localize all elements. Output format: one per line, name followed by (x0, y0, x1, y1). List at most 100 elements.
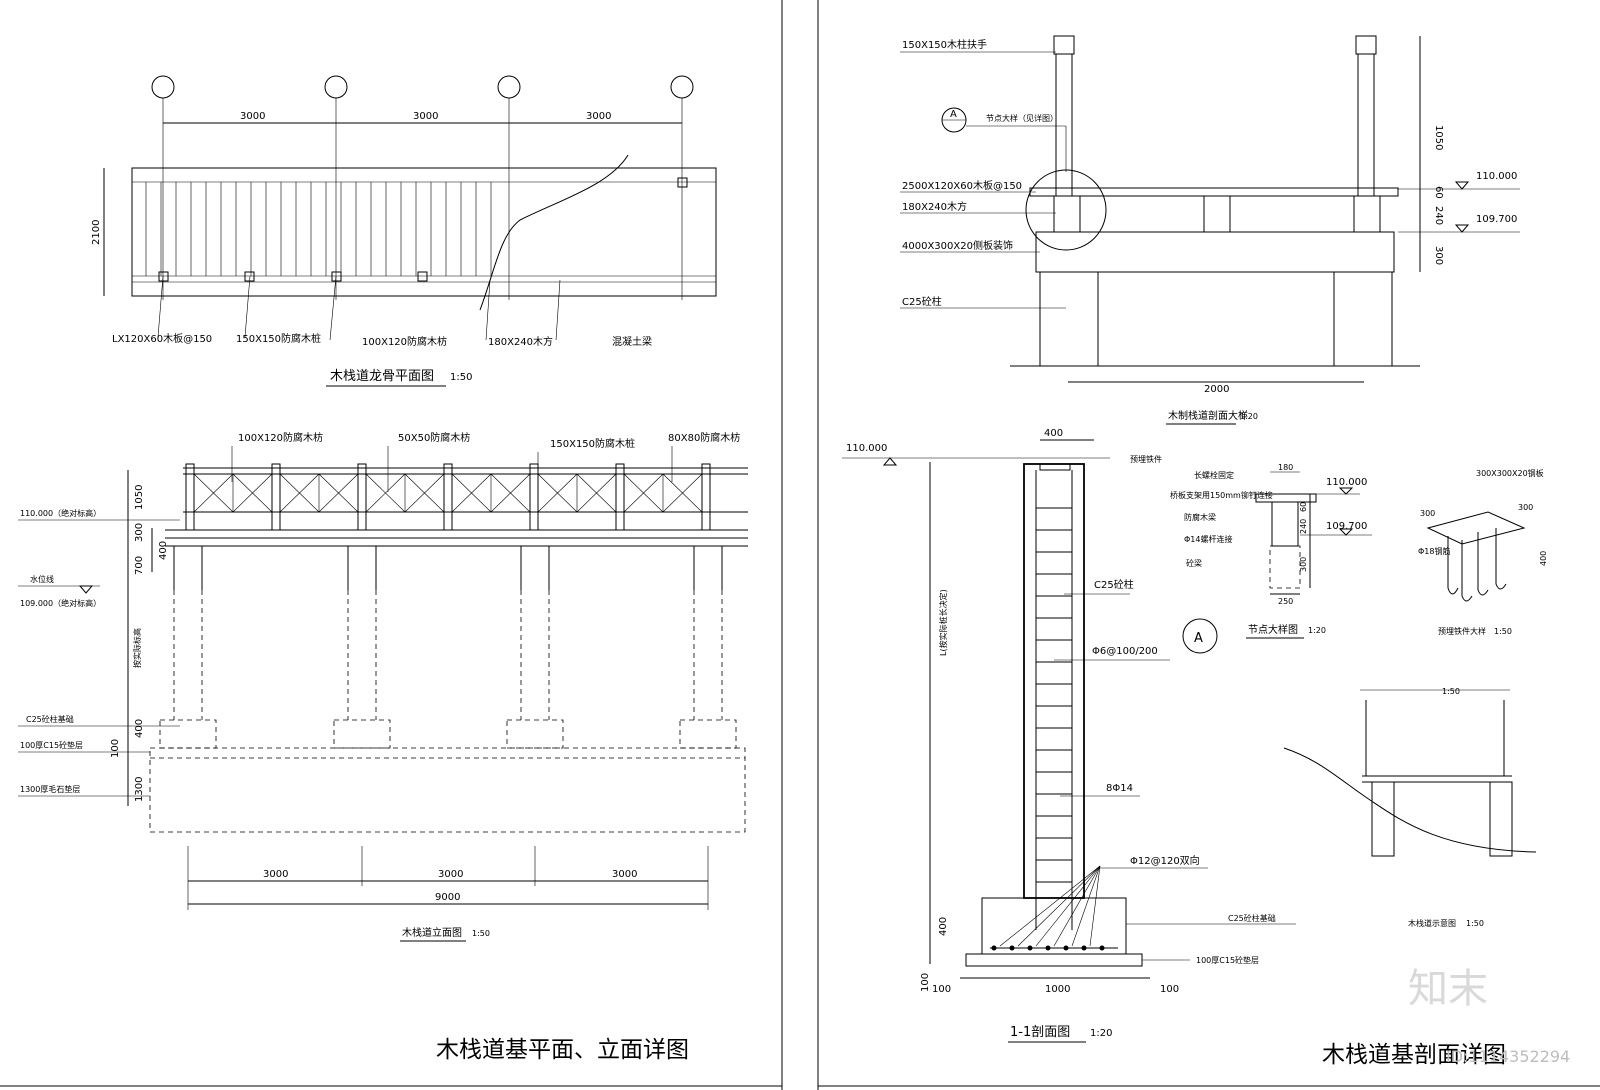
embed-dim-3: 400 (1539, 551, 1548, 566)
column-label-footing: C25砼柱基础 (1228, 913, 1276, 923)
section-label-post: 150X150木柱扶手 (902, 38, 987, 51)
column-dim-right: 100 (1160, 984, 1179, 995)
elev-vdim-5: 400 (134, 719, 145, 738)
section-scale: 1:20 (1240, 412, 1258, 421)
joist-plan: 3000 3000 3000 2100 LX120X60木板@150 150X1… (91, 75, 717, 387)
pile-depth-label: 按实际标高 (132, 628, 142, 668)
railing-brace (318, 473, 359, 513)
boardwalk-section: 110.000 109.700 1050 60 240 300 150X150木… (900, 35, 1520, 425)
embed-scale: 1:50 (1494, 627, 1512, 636)
piles (159, 546, 737, 749)
plan-label-joist: 180X240木方 (488, 335, 553, 348)
railing-brace (662, 473, 703, 513)
node-label-screw: Φ14螺杆连接 (1184, 534, 1232, 544)
plan-label-post: 150X150防腐木桩 (236, 332, 321, 345)
column-label-basebar: Φ12@120双向 (1130, 854, 1200, 867)
column-scale: 1:20 (1090, 1028, 1112, 1039)
embed-dim-1: 300 (1420, 509, 1435, 518)
water-level-label: 水位线 (30, 574, 54, 584)
watermark-logo: 知末 (1408, 966, 1488, 1012)
plan-caption: 木栈道龙骨平面图 (330, 369, 434, 384)
boardwalk-elevation: 100X120防腐木枋 50X50防腐木枋 150X150防腐木桩 80X80防… (18, 431, 748, 942)
elev-total-dim: 9000 (435, 892, 460, 903)
axis-bubble (497, 75, 521, 99)
embed-plate-detail: 300X300X20钢板 Φ18钢筋 300 300 400 预埋铁件大样 1:… (1418, 468, 1548, 636)
section-caption: 木制栈道剖面大样 (1168, 409, 1248, 422)
section-label-board: 2500X120X60木板@150 (902, 179, 1022, 192)
left-sheet-title: 木栈道基平面、立面详图 (436, 1037, 689, 1063)
railing-brace (365, 473, 406, 513)
node-dim-1: 60 (1299, 502, 1308, 512)
railing-brace (537, 473, 578, 513)
watermark-id: ID:1114352294 (1446, 1047, 1570, 1066)
schematic-dim-top: 1:50 (1442, 687, 1460, 696)
elev-vdim-4: 400 (158, 541, 169, 560)
plan-dim-1: 3000 (240, 111, 265, 122)
post-square (677, 177, 688, 188)
bar-leader (1035, 865, 1101, 947)
plan-label-rail: 100X120防腐木枋 (362, 335, 447, 348)
bar-leader (999, 865, 1101, 947)
base-bar-dot (991, 945, 997, 951)
pile-footing (506, 719, 564, 749)
column-length-label: L(按实际桩长决定) (938, 589, 948, 656)
elev-label-2: 50X50防腐木枋 (398, 431, 470, 444)
schematic-scale: 1:50 (1466, 919, 1484, 928)
rebar-cage (990, 470, 1118, 951)
column-dim-left: 100 (932, 984, 951, 995)
node-scale: 1:20 (1308, 626, 1326, 635)
embed-label-bar: Φ18钢筋 (1418, 546, 1450, 556)
pile-footing (159, 719, 217, 749)
embed-caption: 预埋铁件大样 (1438, 626, 1486, 636)
base-bar-dot (1009, 945, 1015, 951)
axis-bubble (324, 75, 348, 99)
elev-vdim-1: 1050 (134, 485, 145, 510)
column-label-conc: C25砼柱 (1094, 578, 1134, 591)
bar-leader (1053, 865, 1101, 947)
break-line (479, 154, 629, 311)
node-dim-top: 180 (1278, 463, 1293, 472)
elev-dim-3: 3000 (612, 869, 637, 880)
plan-dim-2: 3000 (413, 111, 438, 122)
elev-vdim-2: 300 (134, 523, 145, 542)
column-dim-bed: 100 (920, 973, 931, 992)
column-dim-top: 400 (1044, 428, 1063, 439)
bar-leader (1071, 865, 1101, 947)
watermark: 知末 ID:1114352294 (1408, 966, 1570, 1066)
column-label-mainbar: 8Φ14 (1106, 783, 1133, 794)
column-elev: 110.000 (846, 443, 887, 454)
elev-level-water: 109.000（绝对标高） (20, 598, 101, 608)
column-dim-width: 1000 (1045, 984, 1070, 995)
section-label-side: 4000X300X20侧板装饰 (902, 239, 1013, 252)
elev-vdim-7: 1300 (134, 777, 145, 802)
bar-leader (1089, 865, 1101, 947)
elev-caption: 木栈道立面图 (402, 926, 462, 939)
axis-bubble (151, 75, 175, 99)
section-vdim-2: 60 (1433, 186, 1444, 199)
railing-brace (490, 473, 531, 513)
node-label-bolt: 长螺栓固定 (1194, 470, 1234, 480)
node-caption: 节点大样图 (1248, 623, 1298, 636)
elev-dim-1: 3000 (263, 869, 288, 880)
deck-boards (145, 182, 492, 276)
node-ref-bubble (1182, 618, 1218, 654)
railing-brace (232, 473, 273, 513)
column-caption: 1-1剖面图 (1010, 1025, 1070, 1040)
post-square (158, 271, 169, 282)
rubble-label: 1300厚毛石垫层 (20, 784, 80, 794)
bedding-label: 100厚C15砼垫层 (20, 740, 83, 750)
section-hdim: 2000 (1204, 384, 1229, 395)
section-vdim-1: 1050 (1433, 125, 1444, 150)
embed-dim-2: 300 (1518, 503, 1533, 512)
elev-label-4: 80X80防腐木枋 (668, 431, 740, 444)
section-label-column: C25砼柱 (902, 295, 942, 308)
section-label-node: 节点大样（见详图） (986, 113, 1058, 123)
column-dim-base: 400 (938, 917, 949, 936)
railing-brace (279, 473, 320, 513)
base-bar-dot (1045, 945, 1051, 951)
column-label-embed: 预埋铁件 (1130, 454, 1162, 464)
node-dim-bottom: 250 (1278, 597, 1293, 606)
plan-width-dim: 2100 (91, 220, 102, 245)
railing-panels (185, 463, 711, 531)
